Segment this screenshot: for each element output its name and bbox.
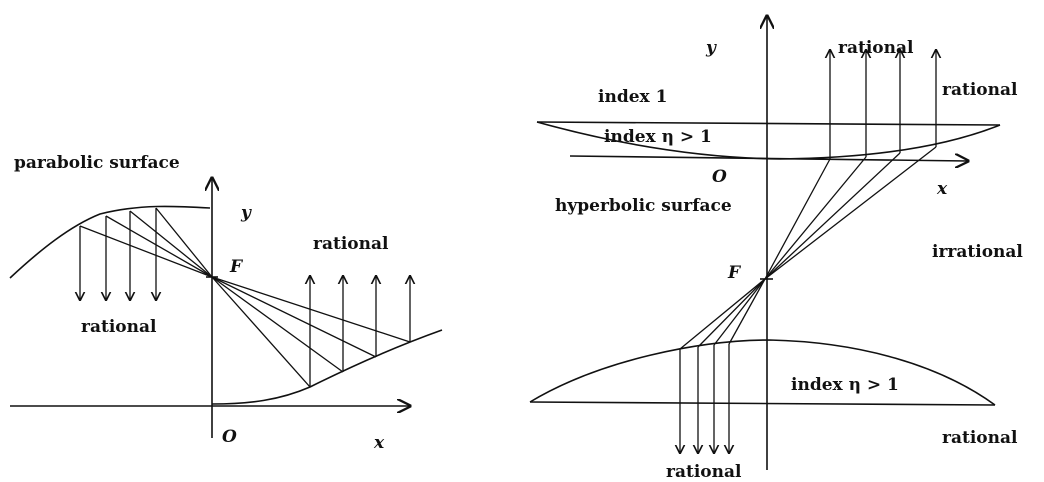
- left-focus-label: F: [229, 257, 244, 277]
- right-irrational: irrational: [932, 242, 1023, 262]
- right-surface-label: hyperbolic surface: [555, 196, 732, 216]
- right-x-label: x: [936, 179, 948, 199]
- lower-index-label: index η > 1: [791, 375, 899, 395]
- right-origin-label: O: [712, 167, 727, 187]
- left-rational-left: rational: [81, 317, 157, 337]
- right-up-arrows: [830, 50, 936, 159]
- right-rays-lower: [679, 278, 766, 350]
- right-down-arrows: [680, 344, 729, 453]
- upper-lens-hyperbolic-surface: [536, 121, 1001, 160]
- right-rational-right-bottom: rational: [942, 428, 1018, 448]
- right-rational-right-top: rational: [942, 80, 1018, 100]
- left-up-arrows: [310, 276, 410, 387]
- right-figure: y x O F index 1 index η > 1 index η > 1 …: [529, 16, 1023, 482]
- left-figure: parabolic surface y x O F rational ratio…: [9, 153, 443, 453]
- left-rays-lower: [211, 276, 411, 388]
- left-y-label: y: [240, 203, 252, 223]
- left-rays-upper: [79, 207, 213, 278]
- right-rational-bottom: rational: [666, 462, 742, 482]
- left-surface-label: parabolic surface: [14, 153, 180, 173]
- lower-lens-bottom: [529, 401, 996, 406]
- left-parabolic-surface: [9, 205, 211, 279]
- right-rays-upper: [764, 146, 937, 280]
- right-y-label: y: [705, 38, 717, 58]
- index-1-label: index 1: [598, 87, 667, 107]
- left-down-arrows: [80, 208, 156, 300]
- left-rational-top: rational: [313, 234, 389, 254]
- upper-lens-top: [536, 121, 1001, 126]
- right-rational-top: rational: [838, 38, 914, 58]
- left-x-label: x: [373, 433, 385, 453]
- lower-lens-top: [529, 339, 996, 406]
- upper-index-label: index η > 1: [604, 127, 712, 147]
- right-focus-label: F: [727, 263, 742, 283]
- left-origin-label: O: [222, 427, 237, 447]
